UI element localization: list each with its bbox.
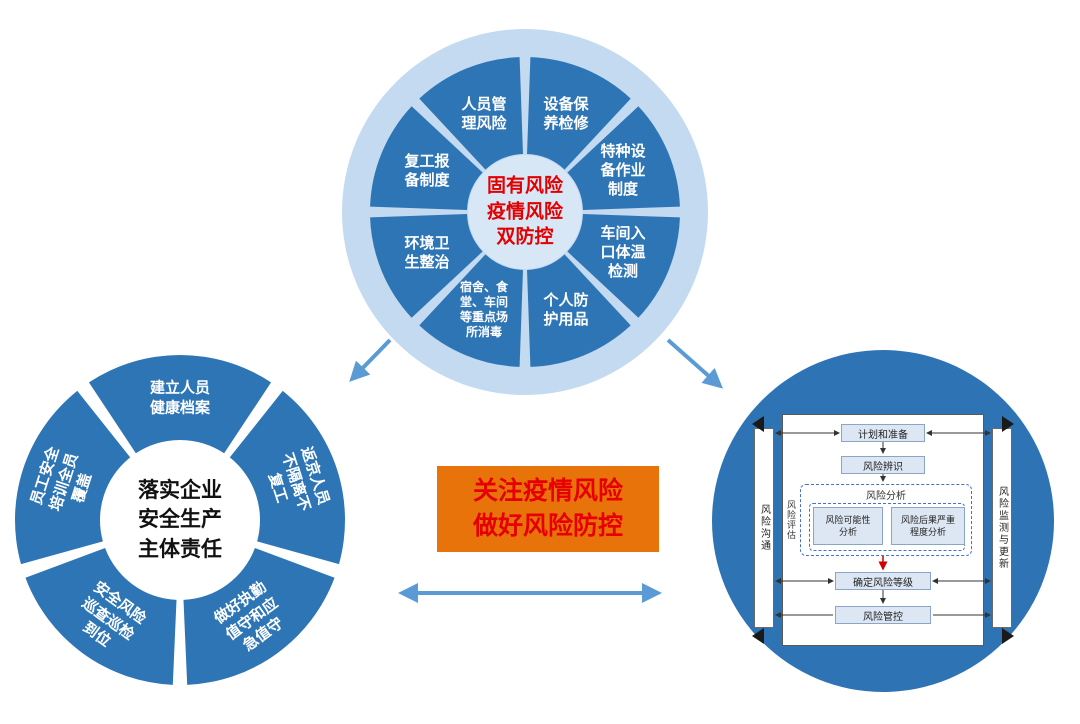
top-wheel-segment-equipment-maintenance: 设备保 养检修 (543, 95, 589, 132)
flow-left-bar: 风险沟通 (754, 428, 774, 628)
risk-flowchart: 风险沟通 风险监测与更新 计划和准备 风险辨识 风险分析 风险可能性 分析 风险… (752, 414, 1014, 646)
flow-box-likelihood-analysis: 风险可能性 分析 (813, 507, 883, 545)
flow-right-bar: 风险监测与更新 (992, 428, 1012, 628)
flow-step-risk-control: 风险管控 (835, 606, 931, 624)
flow-right-bar-label: 风险监测与更新 (996, 486, 1008, 570)
top-wheel-segment-sanitation: 环境卫 生整治 (404, 234, 450, 271)
top-wheel-segment-resumption-filing: 复工报 备制度 (404, 152, 450, 189)
left-wheel-segment-health-records: 建立人员 健康档案 (149, 379, 210, 417)
flow-step-risk-analysis: 风险分析 (866, 491, 906, 502)
top-wheel-graphic (342, 29, 708, 395)
left-wheel-center-label: 落实企业 安全生产 主体责任 (138, 478, 222, 561)
corner-arrow-bottom-left-icon (752, 628, 764, 644)
flow-box-consequence-analysis: 风险后果严重 程度分析 (891, 507, 965, 545)
top-wheel-wedges (370, 57, 680, 367)
left-wheel: 建立人员 健康档案 返京人员 不隔离不 复工 做好执勤 值守和应 急值守 安全风… (10, 350, 350, 690)
flow-step-risk-identification: 风险辨识 (841, 456, 925, 474)
left-wheel-graphic (15, 355, 345, 685)
top-wheel-center-label: 固有风险 疫情风险 双防控 (486, 175, 563, 248)
top-wheel: 设备保 养检修 特种设 备作业 制度 车间入 口体温 检测 个人防 护用品 宿舍… (335, 22, 715, 402)
flow-assessment-label: 风险评估 (786, 500, 796, 540)
left-wheel-wedges (15, 355, 345, 685)
banner: 关注疫情风险 做好风险防控 (437, 466, 659, 552)
top-wheel-hub (468, 155, 582, 269)
top-wheel-segment-disinfection: 宿舍、食 堂、车间 等重点场 所消毒 (459, 280, 508, 339)
flow-step-determine-risk-level: 确定风险等级 (835, 572, 931, 590)
top-wheel-segment-ppe: 个人防 护用品 (543, 291, 589, 328)
top-wheel-segment-special-equipment: 特种设 备作业 制度 (600, 143, 646, 199)
flow-step-plan-prepare: 计划和准备 (841, 424, 925, 442)
flow-left-bar-label: 风险沟通 (758, 504, 770, 552)
flow-risk-analysis-group: 风险分析 风险可能性 分析 风险后果严重 程度分析 (800, 484, 972, 556)
top-wheel-segment-personnel-management: 人员管 理风险 (461, 95, 507, 132)
banner-text: 关注疫情风险 做好风险防控 (472, 476, 623, 541)
corner-arrow-bottom-right-icon (1002, 628, 1014, 644)
top-wheel-segment-temperature-check: 车间入 口体温 检测 (600, 225, 646, 281)
